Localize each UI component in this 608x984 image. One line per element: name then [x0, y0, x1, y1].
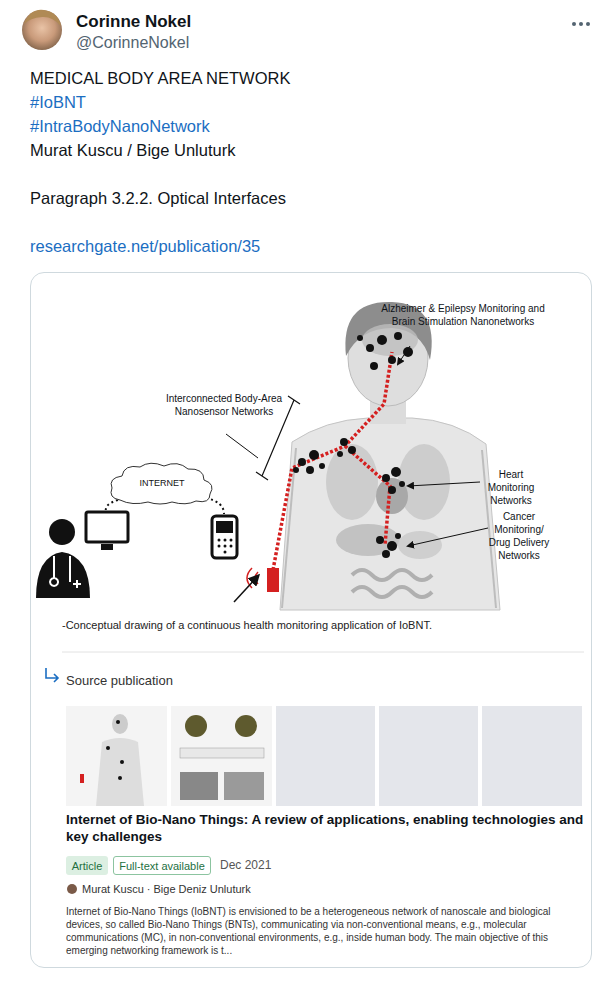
thumb-channel	[180, 748, 264, 758]
more-dot	[572, 22, 576, 26]
tweet-line: Murat Kuscu / Bige Unluturk	[30, 141, 235, 160]
publication-date: Dec 2021	[220, 858, 271, 872]
brain	[362, 324, 418, 356]
more-dot	[579, 22, 583, 26]
thumbnail	[66, 706, 167, 806]
thumb-photo	[180, 772, 218, 800]
liver	[336, 524, 400, 556]
display-name: Corinne Nokel	[76, 12, 191, 32]
avatar-hair	[24, 10, 61, 26]
hashtag: #IoBNT	[30, 93, 86, 112]
thumb-body	[96, 738, 144, 806]
thumb-dots	[106, 720, 124, 780]
computer-monitor	[86, 512, 128, 542]
doctor-body	[36, 552, 90, 598]
pointer-arrow	[234, 576, 258, 602]
figure-callout: Interconnected Body-Area Nanosensor Netw…	[160, 392, 288, 418]
figure-caption: -Conceptual drawing of a continuous heal…	[62, 619, 432, 631]
thumb-cell	[185, 715, 207, 737]
thumb-device	[80, 774, 84, 783]
figure-callout: Cancer Monitoring/ Drug Delivery Network…	[486, 510, 552, 562]
dotted-link	[206, 498, 224, 514]
author-avatar	[67, 884, 77, 894]
cloud-node: INTERNET	[106, 460, 218, 506]
link-path	[273, 352, 392, 570]
divider	[62, 652, 584, 653]
tag-pill: Full-text available	[113, 856, 211, 875]
phone	[212, 516, 237, 558]
thumbnail-placeholder	[482, 706, 582, 806]
publication-title: Internet of Bio-Nano Things: A review of…	[66, 811, 586, 845]
intestines	[352, 570, 432, 597]
thumb-head	[112, 714, 128, 734]
leader-line	[408, 482, 480, 486]
figure-callout: Heart Monitoring Networks	[480, 468, 542, 507]
tag-pill: Article	[66, 856, 108, 875]
dotted-link	[106, 500, 118, 512]
thumb-cell	[235, 715, 257, 737]
thumbnail	[171, 706, 272, 806]
more-dot	[586, 22, 590, 26]
source-arrow	[46, 668, 58, 682]
avatar	[22, 10, 62, 50]
section-heading: Source publication	[66, 673, 173, 688]
cloud-path	[111, 463, 212, 504]
authors: Murat Kuscu · Bige Deniz Unluturk	[82, 883, 251, 895]
handle: @CorinneNokel	[76, 34, 189, 52]
thumbnail-placeholder	[379, 706, 478, 806]
heart	[376, 478, 408, 514]
node-text: Article	[72, 860, 103, 872]
thumbnail-placeholder	[276, 706, 375, 806]
nano-cluster	[293, 332, 413, 558]
figure-callout: Alzheimer & Epilepsy Monitoring and Brai…	[378, 302, 548, 328]
leader-line	[226, 434, 258, 458]
stethoscope	[50, 556, 70, 586]
link: researchgate.net/publication/35	[30, 237, 260, 256]
cross-icon	[73, 580, 81, 588]
torso	[280, 418, 500, 610]
tweet-line: Paragraph 3.2.2. Optical Interfaces	[30, 189, 286, 208]
node-text: Full-text available	[119, 860, 205, 872]
phone-screen	[216, 521, 233, 533]
lung	[398, 444, 450, 520]
abstract: Internet of Bio-Nano Things (IoBNT) is e…	[66, 905, 588, 957]
gateway-device	[267, 568, 279, 592]
thumb-photo	[224, 772, 264, 800]
hashtag: #IntraBodyNanoNetwork	[30, 117, 210, 136]
stomach	[398, 531, 442, 559]
doctor-head	[49, 519, 75, 545]
leader-line	[408, 528, 488, 546]
leader-line	[398, 346, 410, 364]
node-text: INTERNET	[140, 478, 185, 488]
monitor-stand	[101, 544, 113, 550]
tweet-line: MEDICAL BODY AREA NETWORK	[30, 69, 290, 88]
lung	[326, 444, 378, 520]
phone-keys	[218, 539, 233, 554]
